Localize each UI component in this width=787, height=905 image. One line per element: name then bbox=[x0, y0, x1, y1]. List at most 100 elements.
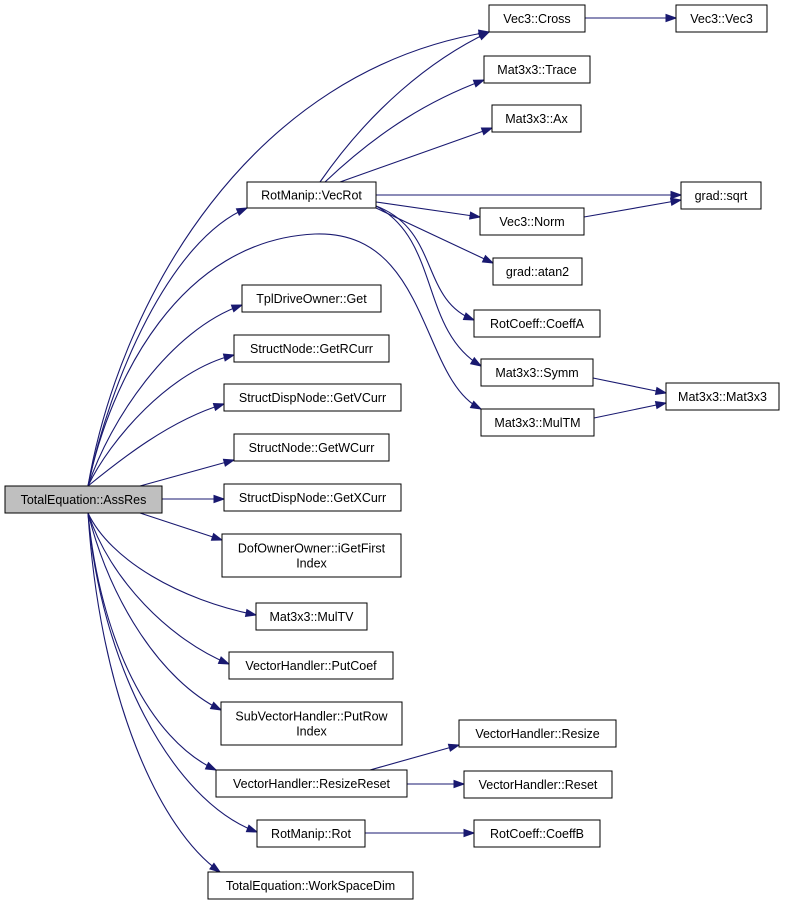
node-multm[interactable]: Mat3x3::MulTM bbox=[480, 408, 595, 437]
node-getwcurr[interactable]: StructNode::GetWCurr bbox=[233, 433, 390, 462]
arrowhead-assres-to-putcoef bbox=[217, 656, 231, 665]
node-cross[interactable]: Vec3::Cross bbox=[488, 4, 586, 33]
node-vecrot[interactable]: RotManip::VecRot bbox=[246, 181, 377, 209]
edge-assres-to-getvcurr bbox=[87, 403, 225, 487]
arrowhead-vecrot-to-ax bbox=[480, 127, 494, 136]
node-label: StructNode::GetRCurr bbox=[250, 342, 373, 356]
edge-resizereset-to-resize bbox=[369, 744, 460, 771]
node-sqrt[interactable]: grad::sqrt bbox=[680, 181, 762, 210]
node-multv[interactable]: Mat3x3::MulTV bbox=[255, 602, 368, 631]
node-putcoef[interactable]: VectorHandler::PutCoef bbox=[228, 651, 394, 680]
node-symm[interactable]: Mat3x3::Symm bbox=[480, 358, 594, 387]
node-box bbox=[675, 4, 768, 33]
node-workspace[interactable]: TotalEquation::WorkSpaceDim bbox=[207, 871, 414, 900]
edge-assres-to-putrow bbox=[87, 512, 222, 711]
node-box bbox=[463, 770, 613, 799]
node-box bbox=[680, 181, 762, 210]
node-box bbox=[233, 433, 390, 462]
node-coeffb[interactable]: RotCoeff::CoeffB bbox=[473, 819, 601, 848]
edge-assres-to-multv bbox=[87, 512, 257, 616]
node-tpl_get[interactable]: TplDriveOwner::Get bbox=[241, 284, 382, 313]
edge-vecrot-to-norm bbox=[375, 201, 481, 218]
node-getvcurr[interactable]: StructDispNode::GetVCurr bbox=[223, 383, 402, 412]
node-label: Vec3::Norm bbox=[499, 215, 564, 229]
node-label: grad::sqrt bbox=[695, 189, 748, 203]
edge-assres-to-putcoef bbox=[87, 512, 230, 665]
arrowhead-vecrot-to-trace bbox=[472, 79, 486, 88]
arrowhead-vecrot-to-coeffa bbox=[462, 312, 476, 321]
node-trace[interactable]: Mat3x3::Trace bbox=[483, 55, 591, 84]
node-box bbox=[483, 55, 591, 84]
node-box bbox=[220, 701, 403, 746]
node-label: VectorHandler::Resize bbox=[475, 727, 599, 741]
node-box bbox=[246, 181, 377, 209]
node-label: RotManip::VecRot bbox=[261, 188, 362, 202]
node-atan2[interactable]: grad::atan2 bbox=[492, 257, 583, 286]
node-mat3x3[interactable]: Mat3x3::Mat3x3 bbox=[665, 382, 780, 411]
nodes-layer: TotalEquation::AssRes RotManip::VecRotTpl… bbox=[4, 4, 780, 900]
node-label: grad::atan2 bbox=[506, 265, 569, 279]
arrowhead-multm-to-mat3x3 bbox=[654, 401, 668, 410]
node-ax[interactable]: Mat3x3::Ax bbox=[491, 104, 582, 133]
arrowhead-assres-to-putrow bbox=[209, 701, 223, 711]
arrowhead-vecrot-to-atan2 bbox=[481, 254, 495, 264]
edge-assres-to-vecrot bbox=[87, 207, 248, 487]
node-label: VectorHandler::Reset bbox=[479, 778, 598, 792]
node-box bbox=[488, 4, 586, 33]
edge-assres-to-cross bbox=[87, 31, 490, 487]
arrowhead-assres-to-resizereset bbox=[204, 761, 218, 771]
node-label: VectorHandler::PutCoef bbox=[245, 659, 377, 673]
arrowhead-assres-to-getrcurr bbox=[222, 353, 236, 362]
node-rot[interactable]: RotManip::Rot bbox=[256, 819, 366, 848]
node-getxcurr[interactable]: StructDispNode::GetXCurr bbox=[223, 483, 402, 512]
edge-assres-to-igetfirst bbox=[139, 512, 223, 541]
arrowhead-assres-to-workspace bbox=[209, 862, 222, 873]
edge-assres-to-rot bbox=[87, 512, 258, 833]
node-label: Mat3x3::Ax bbox=[505, 112, 568, 126]
node-label: StructDispNode::GetVCurr bbox=[239, 391, 386, 405]
node-vec3[interactable]: Vec3::Vec3 bbox=[675, 4, 768, 33]
edge-assres-to-tpl_get bbox=[87, 304, 243, 487]
edge-norm-to-sqrt bbox=[583, 199, 682, 218]
node-label: StructDispNode::GetXCurr bbox=[239, 491, 386, 505]
arrowhead-vecrot-to-symm bbox=[469, 356, 483, 367]
arrowhead-resizereset-to-resize bbox=[447, 743, 461, 752]
node-box bbox=[223, 483, 402, 512]
node-label: Index bbox=[296, 556, 327, 570]
node-label: TotalEquation::WorkSpaceDim bbox=[226, 879, 395, 893]
node-box bbox=[491, 104, 582, 133]
arrowhead-assres-to-getxcurr bbox=[213, 494, 226, 504]
node-label: StructNode::GetWCurr bbox=[249, 441, 375, 455]
arrowhead-symm-to-mat3x3 bbox=[654, 386, 668, 396]
node-box bbox=[255, 602, 368, 631]
node-label: DofOwnerOwner::iGetFirst bbox=[238, 541, 386, 555]
edge-assres-to-workspace bbox=[87, 512, 221, 873]
node-box bbox=[492, 257, 583, 286]
arrowhead-resizereset-to-reset bbox=[453, 779, 466, 789]
node-coeffa[interactable]: RotCoeff::CoeffA bbox=[473, 309, 601, 338]
node-resize[interactable]: VectorHandler::Resize bbox=[458, 719, 617, 748]
edge-multm-to-mat3x3 bbox=[593, 402, 667, 419]
node-box bbox=[480, 408, 595, 437]
node-label: Index bbox=[296, 724, 327, 738]
edge-vecrot-to-atan2 bbox=[375, 207, 494, 264]
arrowhead-vecrot-to-norm bbox=[469, 211, 482, 220]
arrowhead-vecrot-to-cross bbox=[477, 31, 491, 41]
node-label: Mat3x3::Mat3x3 bbox=[678, 390, 767, 404]
node-label: TplDriveOwner::Get bbox=[256, 292, 367, 306]
node-norm[interactable]: Vec3::Norm bbox=[479, 207, 585, 236]
node-getrcurr[interactable]: StructNode::GetRCurr bbox=[233, 334, 390, 363]
node-resizereset[interactable]: VectorHandler::ResizeReset bbox=[215, 769, 408, 798]
edges-layer bbox=[87, 13, 683, 873]
node-assres[interactable]: TotalEquation::AssRes bbox=[4, 485, 163, 514]
edge-assres-to-multm bbox=[87, 233, 482, 487]
edge-symm-to-mat3x3 bbox=[592, 377, 667, 394]
arrowhead-rot-to-coeffb bbox=[463, 828, 476, 838]
node-box bbox=[473, 819, 601, 848]
node-reset[interactable]: VectorHandler::Reset bbox=[463, 770, 613, 799]
edge-vecrot-to-cross bbox=[319, 31, 490, 183]
node-label: TotalEquation::AssRes bbox=[21, 493, 147, 507]
